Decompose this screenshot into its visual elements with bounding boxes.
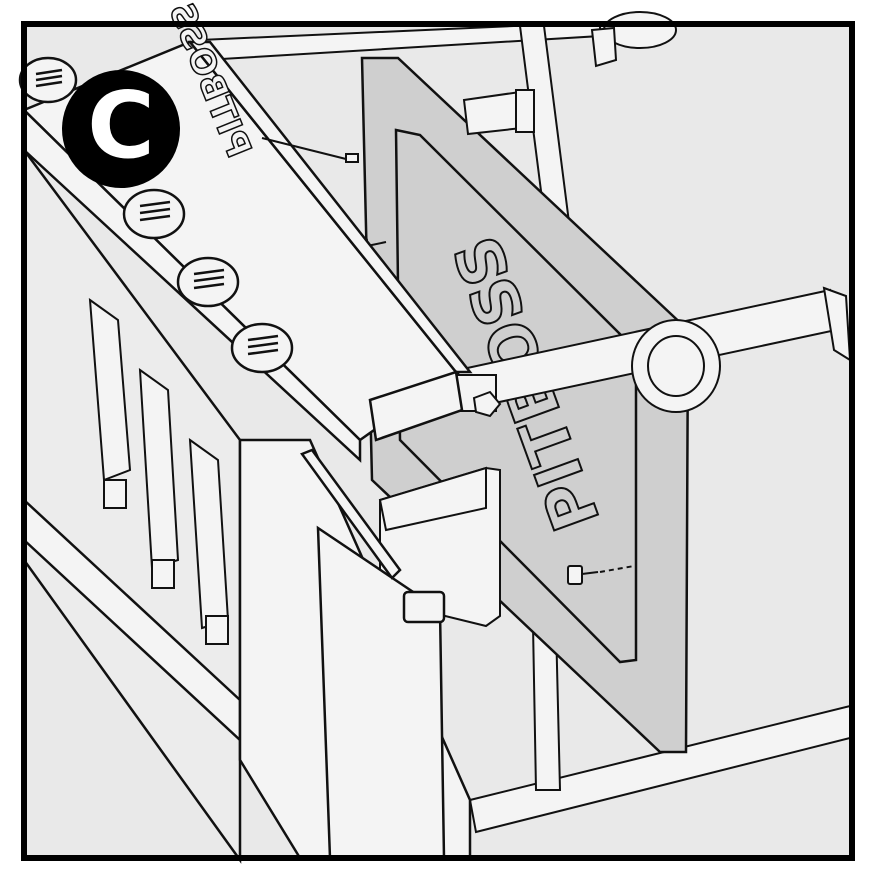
bolt-icon bbox=[567, 565, 635, 585]
burner-knob-icon bbox=[176, 256, 240, 308]
grill-body bbox=[21, 40, 473, 864]
hinge-icon bbox=[590, 26, 618, 68]
burner-knob-icon bbox=[18, 56, 78, 104]
burner-tubes bbox=[88, 297, 230, 645]
burner-knob-icon bbox=[230, 322, 294, 374]
hinge-icon bbox=[462, 89, 535, 136]
igniter-wire bbox=[261, 137, 359, 163]
burner-knob-icon bbox=[122, 188, 186, 240]
step-letter: C bbox=[87, 72, 155, 179]
step-badge: C bbox=[62, 70, 180, 188]
diagram-border bbox=[21, 21, 855, 861]
caster-wheel-icon bbox=[631, 319, 721, 413]
